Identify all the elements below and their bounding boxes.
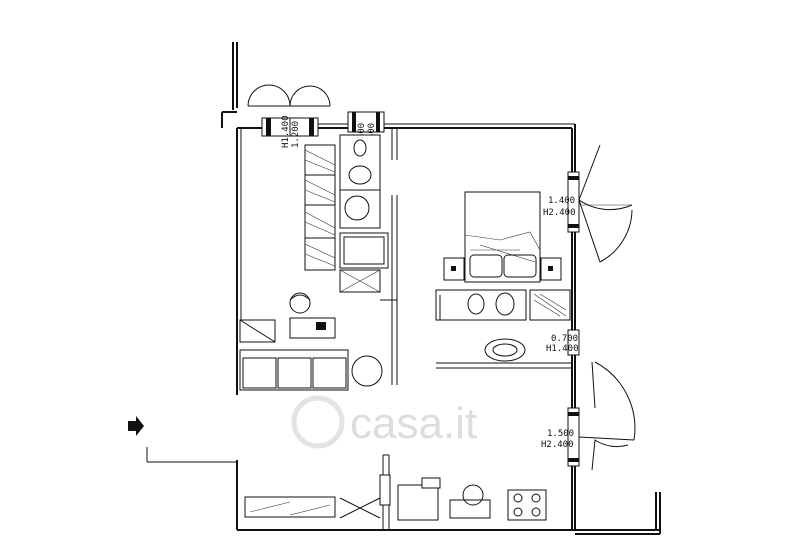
toilet-icon — [495, 292, 515, 316]
sofa-seat — [277, 357, 312, 389]
balcony-door-top: H1.400 1.200 — [247, 84, 331, 148]
win-label-f: H2.400 — [543, 208, 576, 218]
window-jamb — [568, 176, 579, 180]
window-right-mid: 0.700 H1.400 — [546, 329, 580, 356]
bedroom — [443, 191, 562, 283]
window-jamb — [376, 112, 380, 132]
sofa-body — [239, 349, 349, 391]
chair-icon — [289, 292, 311, 314]
shower-tray — [339, 232, 389, 269]
watermark: casa.it — [291, 395, 477, 449]
entrance-arrow-icon — [128, 416, 144, 436]
sofa-seat — [312, 357, 347, 389]
bidet-icon — [467, 293, 485, 315]
kitchen — [244, 474, 547, 521]
bath-cabinet — [339, 134, 381, 191]
toilet-icon — [348, 165, 372, 185]
win-label-h: H1.400 — [546, 344, 579, 354]
window-jamb — [352, 112, 356, 132]
wardrobe — [304, 144, 336, 271]
window-frame — [567, 171, 580, 233]
lamp-icon — [451, 266, 456, 271]
window-frame — [567, 329, 580, 356]
exterior-walls — [146, 42, 661, 535]
ensuite — [435, 289, 571, 362]
laptop-icon — [316, 322, 326, 330]
kitchen-chair-icon — [462, 484, 484, 506]
shower-pattern — [533, 293, 567, 317]
fridge-cross — [339, 497, 381, 519]
desk — [289, 317, 336, 339]
window-frame-top-mid — [347, 111, 385, 133]
win-label-i: 1.500 — [547, 429, 574, 439]
burner-icon — [531, 493, 541, 503]
ensuite-basin-inner — [492, 343, 518, 357]
wardrobe-hangers — [304, 149, 336, 267]
cabinet-hatch — [249, 501, 331, 516]
burner-icon — [531, 507, 541, 517]
win-label-b: 1.200 — [291, 121, 301, 148]
bathroom — [339, 134, 389, 293]
door-swing — [578, 361, 636, 471]
bidet-icon — [353, 139, 367, 157]
door-swing-left — [247, 84, 291, 107]
window-right-upper: 1.400 H2.400 — [543, 144, 633, 263]
kitchen-table — [449, 499, 491, 519]
cooktop — [507, 489, 547, 521]
bottom-cabinet — [244, 496, 336, 518]
ensuite-counter — [435, 289, 527, 321]
ensuite-basin — [484, 338, 526, 362]
desk-area — [239, 292, 336, 343]
bed-sheet — [464, 231, 541, 263]
lamp-icon — [548, 266, 553, 271]
win-label-e: 1.400 — [548, 196, 575, 206]
washbasin-icon — [344, 195, 370, 221]
win-label-g: 0.700 — [551, 334, 578, 344]
watermark-logo-icon — [291, 395, 345, 449]
sofa-seat — [242, 357, 277, 389]
kitchen-counter — [397, 484, 439, 521]
burner-icon — [513, 493, 523, 503]
kitchen-shelf — [421, 477, 441, 489]
pillow-left — [469, 254, 503, 278]
side-table-diag — [239, 319, 276, 343]
shower-tray-inner — [343, 236, 385, 265]
window-jamb — [266, 118, 271, 136]
window-jamb — [309, 118, 314, 136]
washing-machine-cross — [339, 269, 381, 293]
round-table — [351, 355, 383, 387]
window-jamb — [568, 412, 579, 416]
win-label-j: H2.400 — [541, 440, 574, 450]
door-swing — [578, 144, 633, 263]
door-swing-right — [289, 85, 331, 107]
window-jamb — [568, 458, 579, 462]
sofa — [239, 349, 383, 391]
window-right-lower: 1.500 H2.400 — [541, 361, 636, 471]
win-label-a: H1.400 — [281, 115, 291, 148]
chair-back — [289, 294, 311, 301]
interior-partitions — [380, 128, 572, 530]
tall-unit — [379, 474, 391, 506]
washbasin-counter — [339, 189, 381, 229]
watermark-text: casa.it — [350, 399, 477, 448]
burner-icon — [513, 507, 523, 517]
window-jamb — [568, 224, 579, 228]
pillow-right — [503, 254, 537, 278]
